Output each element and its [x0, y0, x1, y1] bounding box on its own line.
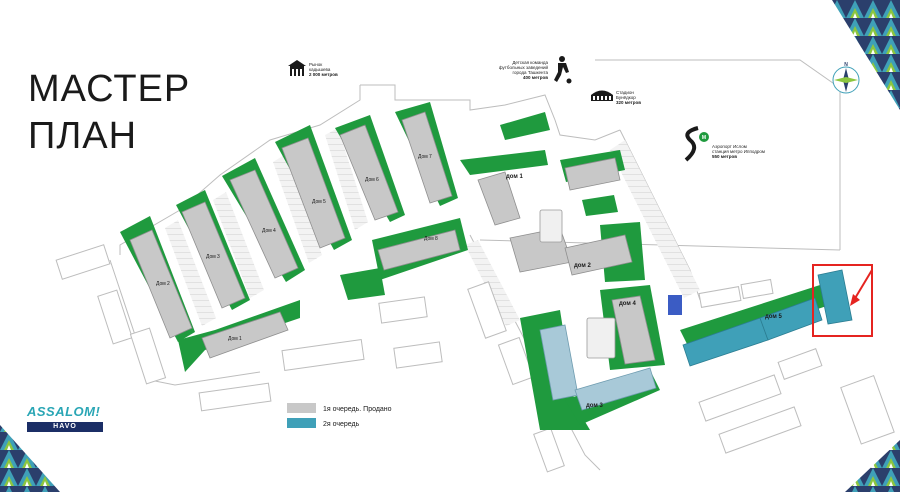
building-block [574, 367, 657, 411]
building-block [477, 171, 521, 226]
label-dom2: дом 2 [574, 263, 592, 269]
poi-market-line1: Рынок [309, 62, 322, 67]
label-dom1: дом 1 [506, 174, 524, 180]
decor-corner-top-right [832, 0, 900, 110]
page-title-line1: МАСТЕР [28, 68, 191, 110]
page-title-line2: ПЛАН [28, 115, 138, 157]
phase1-buildings [129, 111, 656, 365]
stadium-icon [591, 90, 613, 101]
poi-football-line3: города Ташкента [512, 70, 548, 75]
building-block [281, 137, 346, 249]
poi-stadium-line2: Бунёдкор [616, 95, 636, 100]
legend-label-phase2: 2я очередь [323, 421, 360, 428]
label-dom5: дом 5 [765, 314, 783, 320]
compass-letter: N [844, 62, 848, 68]
football-player-icon [554, 56, 572, 84]
svg-text:M: M [702, 135, 706, 141]
building-block [129, 229, 193, 339]
label-domA: Дом 1 [228, 336, 242, 342]
building-block [817, 269, 853, 325]
parking-hatching [165, 128, 700, 326]
neighbour-plots [55, 244, 895, 473]
poi-market-line2: кадышева [309, 67, 331, 72]
building-block [564, 234, 633, 276]
building-block [564, 157, 621, 191]
label-dom3: дом 3 [586, 403, 604, 409]
label-domB: Дом 2 [156, 281, 170, 287]
legend-label-phase1: 1я очередь. Продано [323, 406, 392, 413]
building-block [401, 111, 453, 204]
poi-football-line4: 400 метров [523, 75, 548, 80]
market-icon [288, 60, 306, 76]
building-block [201, 311, 289, 359]
label-domG: Дом 7 [418, 154, 432, 160]
building-block [339, 124, 399, 221]
label-domF: Дом 6 [365, 177, 379, 183]
metro-road-icon: M [684, 126, 709, 162]
poi-metro: M Аэропорт Ислом станция метро Ипподром … [684, 126, 765, 162]
legend-swatch-phase1 [287, 403, 316, 413]
poi-stadium: Стадион Бунёдкор 320 метров [591, 90, 641, 105]
legend: 1я очередь. Продано 2я очередь [287, 403, 392, 428]
decor-corner-bottom-left [0, 425, 60, 492]
poi-football: Детская команда футбольных заведений гор… [499, 56, 572, 84]
brand-sub: HAVO [27, 422, 103, 432]
poi-metro-line2: станция метро Ипподром [712, 149, 765, 154]
poi-football-line1: Детская команда [512, 60, 548, 65]
poi-market: Рынок кадышева 2 000 метров [288, 60, 338, 77]
phase2-buildings-light [539, 324, 657, 411]
poi-metro-line1: Аэропорт Ислом [712, 144, 747, 149]
poi-stadium-line1: Стадион [616, 90, 634, 95]
label-domD: Дом 4 [262, 228, 276, 234]
building-block [181, 201, 246, 309]
label-domC: Дом 3 [206, 254, 220, 260]
building-block [611, 295, 656, 365]
compass-rose-icon: N [832, 62, 860, 94]
poi-market-line3: 2 000 метров [309, 72, 338, 77]
label-domE: Дом 5 [312, 199, 326, 205]
brand-name: ASSALOM! [27, 404, 101, 419]
building-block [759, 297, 823, 341]
poi-metro-line3: 550 метров [712, 154, 737, 159]
label-dom4: дом 4 [619, 301, 637, 307]
building-labels: дом 1 дом 2 дом 3 дом 4 дом 5 Дом 1 Дом … [156, 154, 783, 409]
building-block [229, 169, 299, 279]
highlight-frame [812, 264, 873, 337]
phase2-buildings [682, 269, 853, 367]
brand-logo: ASSALOM! HAVO [27, 404, 103, 432]
legend-swatch-phase2 [287, 418, 316, 428]
building-block [377, 229, 461, 271]
playgrounds [539, 209, 616, 359]
poi-stadium-line3: 320 метров [616, 100, 641, 105]
decor-corner-bottom-right [845, 440, 900, 492]
poi-football-line2: футбольных заведений [499, 64, 549, 70]
transformer-box [668, 295, 682, 315]
label-domH: Дом 8 [424, 236, 438, 242]
